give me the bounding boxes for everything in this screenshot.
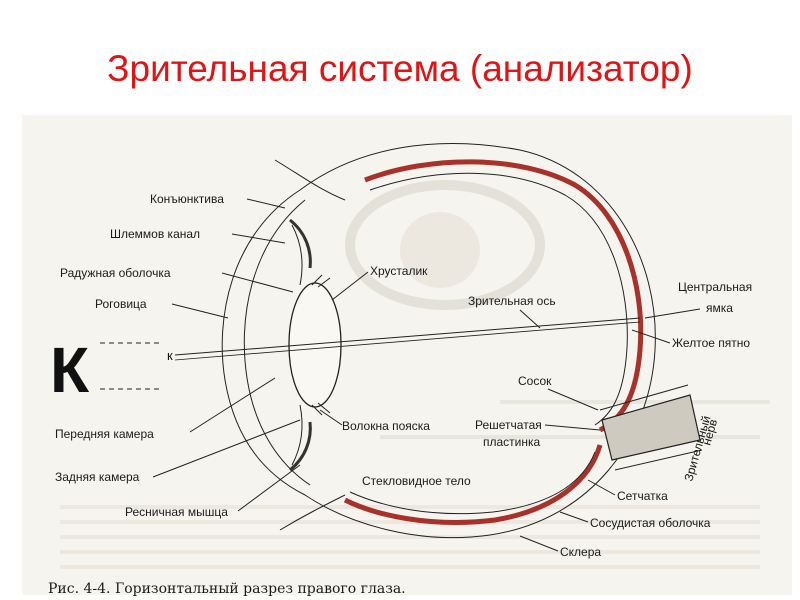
retina-outline-lower <box>349 451 596 515</box>
label-lens: Хрусталик <box>370 264 428 278</box>
leader-choroid <box>559 511 589 523</box>
leader-conjunctiva <box>246 198 286 209</box>
leader-lens <box>331 271 369 301</box>
label-iris: Радужная оболочка <box>60 266 171 280</box>
figure-caption: Рис. 4-4. Горизонтальный разрез правого … <box>48 581 406 597</box>
label-macula: Желтое пятно <box>672 336 750 350</box>
label-cornea: Роговица <box>95 297 147 311</box>
label-choroid: Сосудистая оболочка <box>590 516 711 530</box>
leader-visual-axis <box>519 309 541 329</box>
letter-k-large: К <box>50 334 90 406</box>
label-fovea-1: Центральная <box>678 280 752 294</box>
conjunctiva-line <box>274 159 346 201</box>
cornea-inner <box>243 199 311 486</box>
label-conjunctiva: Конъюнктива <box>150 192 224 206</box>
iris-lower <box>291 404 303 466</box>
label-lamina-1: Решетчатая <box>475 418 542 432</box>
ciliary-upper <box>289 218 312 269</box>
cornea-outline <box>221 189 306 496</box>
leader-cornea <box>171 303 229 319</box>
leader-sclera <box>519 535 559 552</box>
label-ciliary: Ресничная мышца <box>125 505 228 519</box>
leader-macula <box>631 329 671 344</box>
optic-nerve-sheath <box>599 384 703 471</box>
label-zonule: Волокна пояска <box>342 419 430 433</box>
leader-retina <box>587 479 616 496</box>
label-schlemm: Шлеммов канал <box>110 227 200 241</box>
label-anterior-chamber: Передняя камера <box>55 427 154 441</box>
slide-title: Зрительная система (анализатор) <box>107 48 693 89</box>
choroid-band <box>364 159 644 433</box>
leader-ciliary <box>237 464 301 512</box>
ciliary-lower <box>289 421 312 472</box>
choroid-band-lower <box>343 444 603 525</box>
label-retina: Сетчатка <box>617 489 668 503</box>
leader-fovea <box>644 308 701 319</box>
visual-axis-line-2 <box>174 321 641 361</box>
letter-k-small: к <box>167 348 173 363</box>
iris-upper <box>291 224 303 286</box>
optic-nerve <box>601 394 701 461</box>
leader-anterior <box>189 377 276 433</box>
leader-schlemm <box>231 233 286 244</box>
label-visual-axis: Зрительная ось <box>468 294 556 308</box>
label-posterior-chamber: Задняя камера <box>55 470 140 484</box>
leader-iris <box>221 272 294 293</box>
leader-disc <box>547 388 599 411</box>
visual-axis-line <box>174 317 641 356</box>
lens-shape <box>288 282 342 408</box>
leader-zonule <box>319 409 343 426</box>
background-texture <box>60 180 770 569</box>
label-fovea-2: ямка <box>706 301 733 315</box>
retina-outline <box>369 172 628 426</box>
label-vitreous: Стекловидное тело <box>362 474 471 488</box>
label-lamina-2: пластинка <box>483 435 541 449</box>
leader-lamina <box>544 424 601 431</box>
label-optic-nerve-2: нерв <box>699 418 720 447</box>
zonule-fibers <box>311 274 331 416</box>
leader-posterior <box>152 419 301 478</box>
label-disc: Сосок <box>518 374 552 388</box>
conjunctiva-line-lower <box>279 494 346 531</box>
sclera-outline <box>299 143 656 539</box>
label-sclera: Склера <box>560 545 601 559</box>
